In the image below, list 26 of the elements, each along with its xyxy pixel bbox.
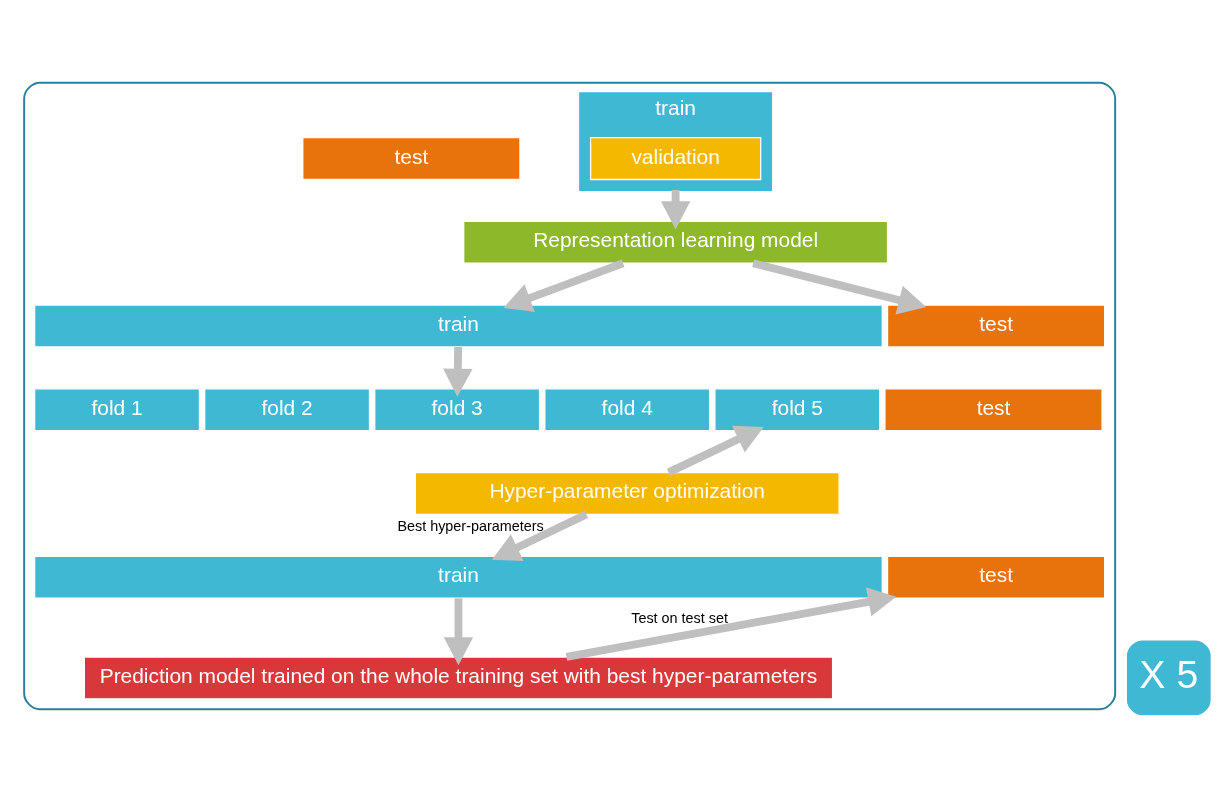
node-box: Prediction model trained on the whole training set with best hyper-parameters (83, 655, 834, 699)
node-box: test (886, 555, 1106, 599)
arrow (443, 597, 474, 665)
edge-label: Test on test set (631, 609, 728, 626)
arrow (491, 510, 589, 561)
node-box: fold 3 (374, 387, 541, 431)
node-box: fold 4 (544, 387, 711, 431)
node-box: test (884, 387, 1103, 431)
node-box: Representation learning model (463, 220, 889, 264)
arrow (565, 586, 897, 661)
node-box: validation (589, 136, 762, 180)
cluster (23, 81, 1117, 710)
node-box: test (302, 136, 521, 180)
arrow (666, 425, 764, 476)
node-box: test (886, 303, 1106, 348)
node-box: train (33, 555, 883, 599)
node-box: train (33, 303, 883, 348)
node-box: fold 1 (33, 387, 201, 431)
arrow (503, 259, 625, 312)
arrow (752, 258, 927, 314)
node-box: fold 2 (204, 387, 371, 431)
node-box: Hyper-parameter optimization (414, 471, 840, 515)
node-box: X 5 (1125, 638, 1212, 716)
arrow (443, 346, 473, 397)
edge-label: Best hyper-parameters (397, 517, 544, 534)
node-box: fold 5 (714, 387, 881, 431)
